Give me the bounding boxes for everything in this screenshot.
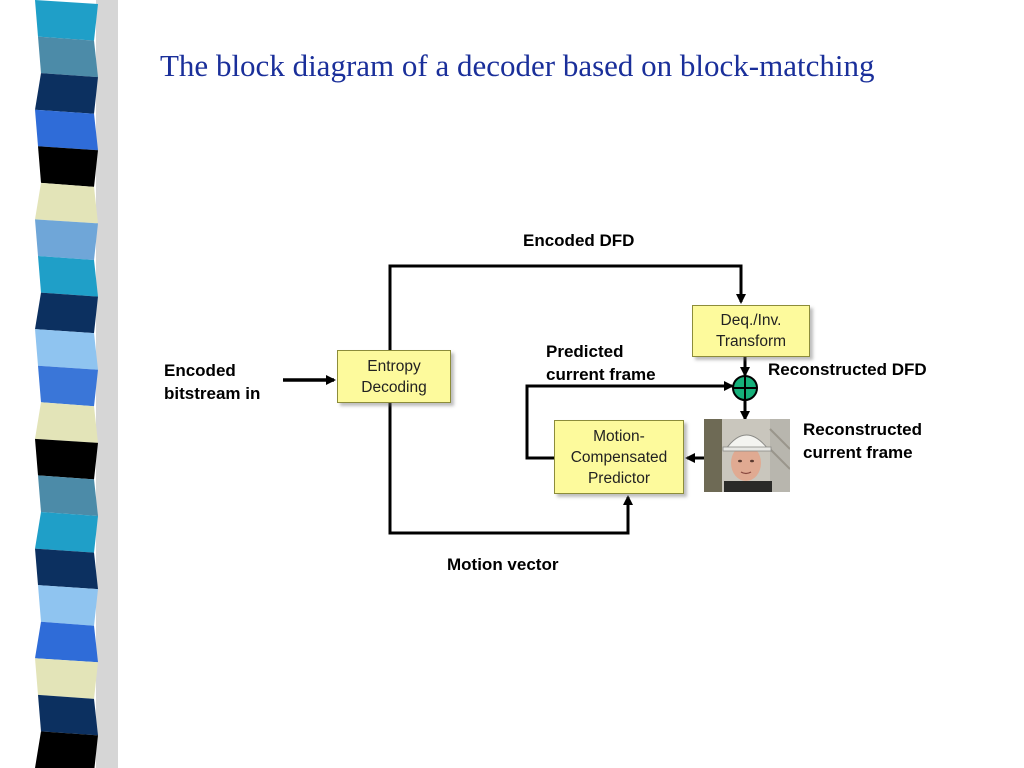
stripe-segment	[35, 438, 98, 480]
stripe-segment	[35, 731, 98, 768]
reconstructed-frame-thumbnail	[704, 419, 790, 492]
stripe-segment	[38, 694, 98, 736]
motion-compensated-predictor-block: Motion- Compensated Predictor	[554, 420, 684, 494]
stripe-segment	[38, 585, 98, 626]
plus-circle-icon	[732, 375, 758, 401]
stripe-segment	[35, 109, 98, 151]
stripe-segment	[35, 548, 98, 590]
stripe-segment	[38, 365, 98, 407]
stripe-segment	[35, 329, 98, 370]
stripe-segment	[35, 182, 98, 224]
stripe-segment	[38, 256, 98, 297]
encoded-dfd-label: Encoded DFD	[523, 231, 635, 250]
entropy-decoding-label: Entropy Decoding	[361, 357, 427, 396]
reconstructed-dfd-label: Reconstructed DFD	[768, 360, 927, 379]
stripe-segment	[35, 512, 98, 553]
stripe-segment	[35, 402, 98, 443]
stripe-segment	[35, 0, 98, 41]
dequant-inverse-transform-block: Deq./Inv. Transform	[692, 305, 810, 357]
stripe-segment	[35, 73, 98, 114]
encoded-bitstream-in-label: Encoded bitstream in	[164, 361, 261, 403]
motion-compensated-predictor-label: Motion- Compensated Predictor	[570, 427, 668, 487]
entropy-decoding-block: Entropy Decoding	[337, 350, 451, 403]
path-predicted-frame	[525, 381, 734, 460]
motion-vector-label: Motion vector	[447, 555, 559, 574]
predicted-current-frame-label: Predicted current frame	[546, 342, 656, 384]
stripe-segment	[35, 219, 98, 260]
slide-title: The block diagram of a decoder based on …	[160, 48, 875, 83]
stripe-segment	[35, 621, 98, 663]
left-decorative-stripe	[0, 0, 130, 768]
stripe-segment	[35, 292, 98, 334]
path-motion-vector	[388, 403, 633, 535]
stripe-segment	[38, 146, 98, 187]
stripe-segment	[38, 36, 98, 78]
stripe-segment	[38, 475, 98, 516]
path-encoded-dfd	[388, 264, 746, 350]
stripe-segment	[35, 658, 98, 699]
dequant-inverse-transform-label: Deq./Inv. Transform	[715, 312, 787, 350]
reconstructed-current-frame-label: Reconstructed current frame	[803, 420, 923, 462]
